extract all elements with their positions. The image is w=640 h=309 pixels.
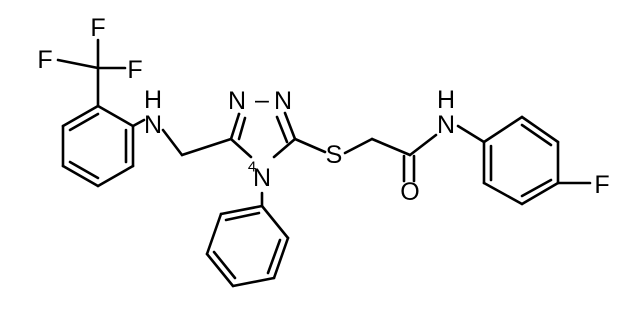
bond-ring-left	[61, 164, 100, 188]
bond-ch2-carbonyl	[370, 137, 412, 157]
bond-ring-right	[482, 115, 524, 144]
bond-ring-bottom-inner	[266, 238, 282, 275]
atom-h-amide: H	[437, 86, 455, 114]
bond-ring-left-inner	[68, 160, 100, 180]
bond-ring-right	[520, 115, 560, 144]
atom-o-carbonyl: O	[400, 178, 419, 206]
bond-ring-bottom-inner	[212, 250, 237, 280]
bond-ring-right	[482, 181, 524, 206]
atom-labels: F F F H N N – N N 4 S H N O F	[37, 14, 609, 206]
bond-triazole	[283, 111, 297, 141]
bond-triazole	[229, 112, 241, 141]
bonds	[56, 38, 592, 288]
bond-ring-left	[61, 104, 100, 128]
bond-ring-left	[96, 104, 135, 128]
atom-n-triazole-right: N	[274, 87, 292, 115]
bond-n-ring-right	[456, 124, 486, 144]
atom-n-locant-4: 4	[248, 159, 256, 176]
bond-ring-right-inner	[520, 178, 553, 198]
bond-ring-left-inner	[68, 112, 100, 132]
bond-ring-bottom	[205, 212, 223, 256]
bond-ring-bottom	[260, 204, 290, 240]
atom-n-amine: N	[144, 111, 162, 139]
bond-carbonyl-n	[408, 133, 438, 157]
bond-triazole	[272, 137, 297, 159]
atom-n-triazole-left: N	[228, 87, 246, 115]
bond-ring-left	[96, 164, 135, 188]
bond-ring-right-inner	[520, 123, 553, 147]
bond-triazole-s	[293, 137, 327, 154]
bond-ring-bottom	[231, 276, 276, 288]
atom-h-amine: H	[144, 86, 162, 114]
atom-n-amide: N	[437, 111, 455, 139]
bond-ring-bottom	[219, 204, 264, 216]
atom-f-left: F	[37, 46, 52, 74]
atom-n-triazole-dash: –	[255, 86, 269, 114]
bond-nh-ch2	[161, 128, 184, 157]
atom-s-thioether: S	[326, 141, 343, 169]
bond-ring-right	[520, 181, 560, 206]
atom-f-top: F	[90, 14, 105, 42]
bond-cf3-f-left	[56, 58, 100, 70]
bond-ring-bottom-inner	[224, 211, 261, 222]
bond-ring-nh	[131, 118, 146, 128]
atom-f-para: F	[594, 171, 609, 199]
atom-f-right: F	[127, 56, 142, 84]
bond-ch2-triazole	[180, 137, 233, 157]
bond-triazole-double-left	[237, 116, 247, 141]
bond-triazole-double-right	[275, 115, 289, 144]
bond-ring-bottom	[272, 236, 290, 280]
atom-n-triazole-4: N	[253, 164, 271, 192]
bond-s-ch2	[343, 137, 374, 155]
bond-ring-bottom	[205, 252, 235, 288]
bond-triazole	[229, 137, 253, 159]
